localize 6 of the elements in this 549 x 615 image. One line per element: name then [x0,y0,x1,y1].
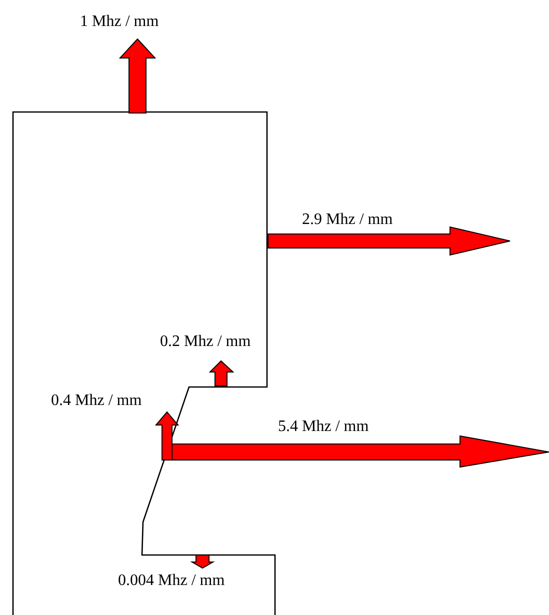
rate-label: 5.4 Mhz / mm [278,418,369,436]
rate-label: 0.2 Mhz / mm [160,333,251,351]
rate-label: 1 Mhz / mm [80,13,159,31]
rate-label: 0.004 Mhz / mm [118,572,225,590]
rate-label: 0.4 Mhz / mm [51,392,142,410]
rate-label: 2.9 Mhz / mm [302,211,393,229]
